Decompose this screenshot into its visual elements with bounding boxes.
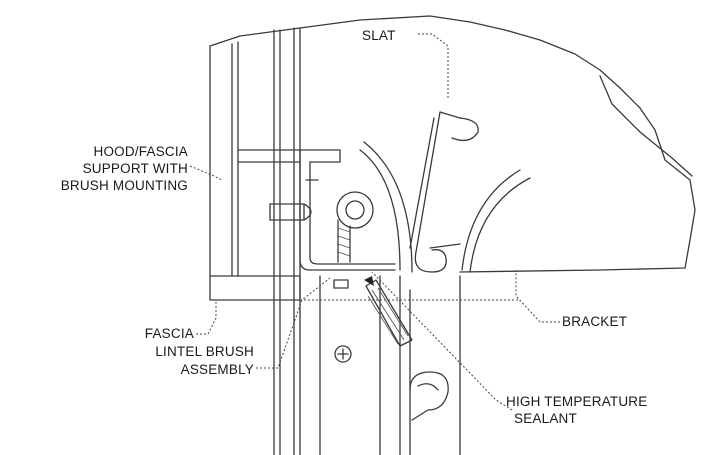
hood-label-line2: SUPPORT WITH (83, 161, 188, 176)
bracket-plate (209, 15, 696, 273)
hood-label-line3: BRUSH MOUNTING (61, 178, 188, 193)
lintel-label-line1: LINTEL BRUSH (155, 344, 254, 359)
fascia-leader (196, 300, 217, 335)
sealant-label-line2: SEALANT (514, 411, 577, 426)
lintel-leader (256, 277, 331, 369)
bracket-label: BRACKET (562, 314, 627, 329)
bolt (269, 203, 312, 221)
bracket-leader (515, 270, 560, 323)
h-section (237, 149, 396, 271)
slat-profile (409, 111, 479, 273)
fascia-label: FASCIA (145, 326, 194, 341)
guide-curves (359, 141, 531, 273)
hood-label-line1: HOOD/FASCIA (94, 144, 188, 159)
sealant-label-line1: HIGH TEMPERATURE (506, 394, 647, 409)
sealant-leader (371, 271, 513, 411)
lintel-brush (333, 276, 413, 347)
slat-label: SLAT (362, 28, 396, 43)
brush-pivot (336, 191, 374, 263)
vertical-channel (273, 27, 301, 455)
leaders (189, 33, 560, 411)
slat-leader (418, 33, 449, 98)
lintel-label-line2: ASSEMBLY (181, 362, 254, 377)
lower-slat (319, 275, 461, 455)
hood-leader (189, 165, 223, 181)
hood-fascia-support (209, 41, 301, 301)
